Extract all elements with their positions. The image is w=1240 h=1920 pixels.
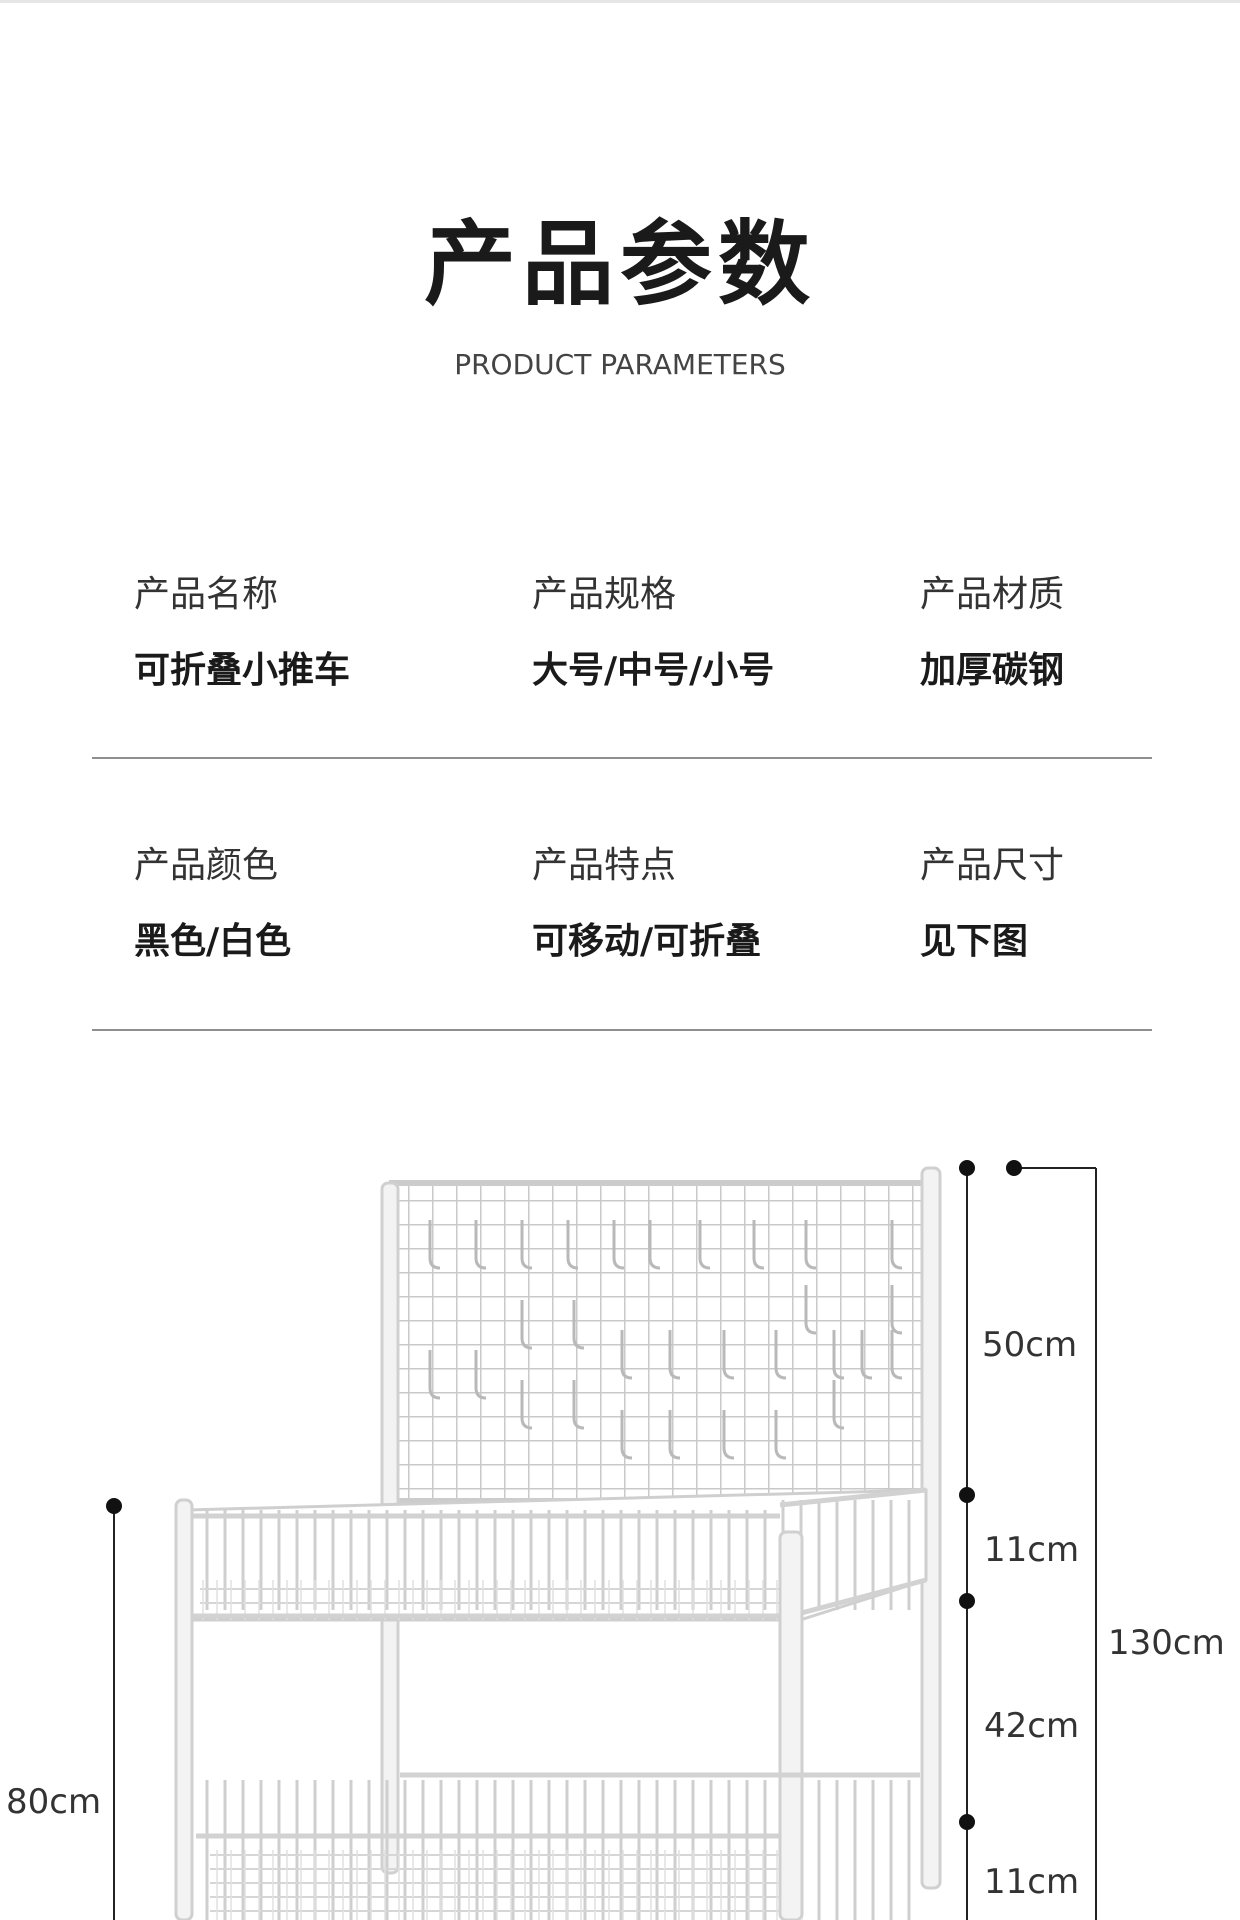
param-value: 大号/中号/小号: [532, 650, 775, 691]
top-rule: [0, 0, 1240, 3]
divider: [92, 1029, 1152, 1031]
page-subtitle: PRODUCT PARAMETERS: [454, 348, 786, 381]
top-basket: [186, 1487, 928, 1622]
param-value: 可折叠小推车: [134, 650, 351, 691]
param-color: 产品颜色 黑色/白色: [134, 836, 291, 964]
cart-diagram: [106, 1160, 1097, 1920]
dim-top-panel: 50cm: [982, 1325, 1078, 1365]
param-value: 加厚碳钢: [920, 650, 1065, 691]
param-value: 黑色/白色: [134, 921, 292, 962]
param-spec: 产品规格 大号/中号/小号: [532, 565, 774, 693]
pegboard-panel: [380, 1166, 942, 1890]
divider: [92, 757, 1152, 759]
dimension-lines: [113, 1167, 1097, 1920]
page-title: 产品参数: [423, 211, 816, 318]
front-post-left: [174, 1498, 194, 1920]
dim-total: 130cm: [1108, 1623, 1225, 1663]
dim-basket-bottom: 11cm: [984, 1862, 1080, 1902]
param-material: 产品材质 加厚碳钢: [920, 565, 1064, 693]
param-label: 产品名称: [134, 574, 279, 615]
dimension-dots: [106, 1160, 1022, 1830]
param-size: 产品尺寸 见下图: [920, 836, 1064, 964]
front-post-right: [778, 1530, 804, 1920]
param-label: 产品材质: [920, 574, 1065, 615]
param-value: 见下图: [920, 921, 1029, 962]
dim-gap: 42cm: [984, 1706, 1080, 1746]
bottom-basket: [196, 1772, 920, 1920]
param-feature: 产品特点 可移动/可折叠: [532, 836, 761, 964]
param-label: 产品颜色: [134, 845, 279, 886]
dim-basket-top: 11cm: [984, 1530, 1080, 1570]
param-label: 产品规格: [532, 574, 677, 615]
param-label: 产品特点: [532, 845, 677, 886]
param-name: 产品名称 可折叠小推车: [134, 565, 350, 693]
param-label: 产品尺寸: [920, 845, 1065, 886]
param-value: 可移动/可折叠: [532, 921, 762, 962]
dim-left-height: 80cm: [6, 1782, 102, 1822]
